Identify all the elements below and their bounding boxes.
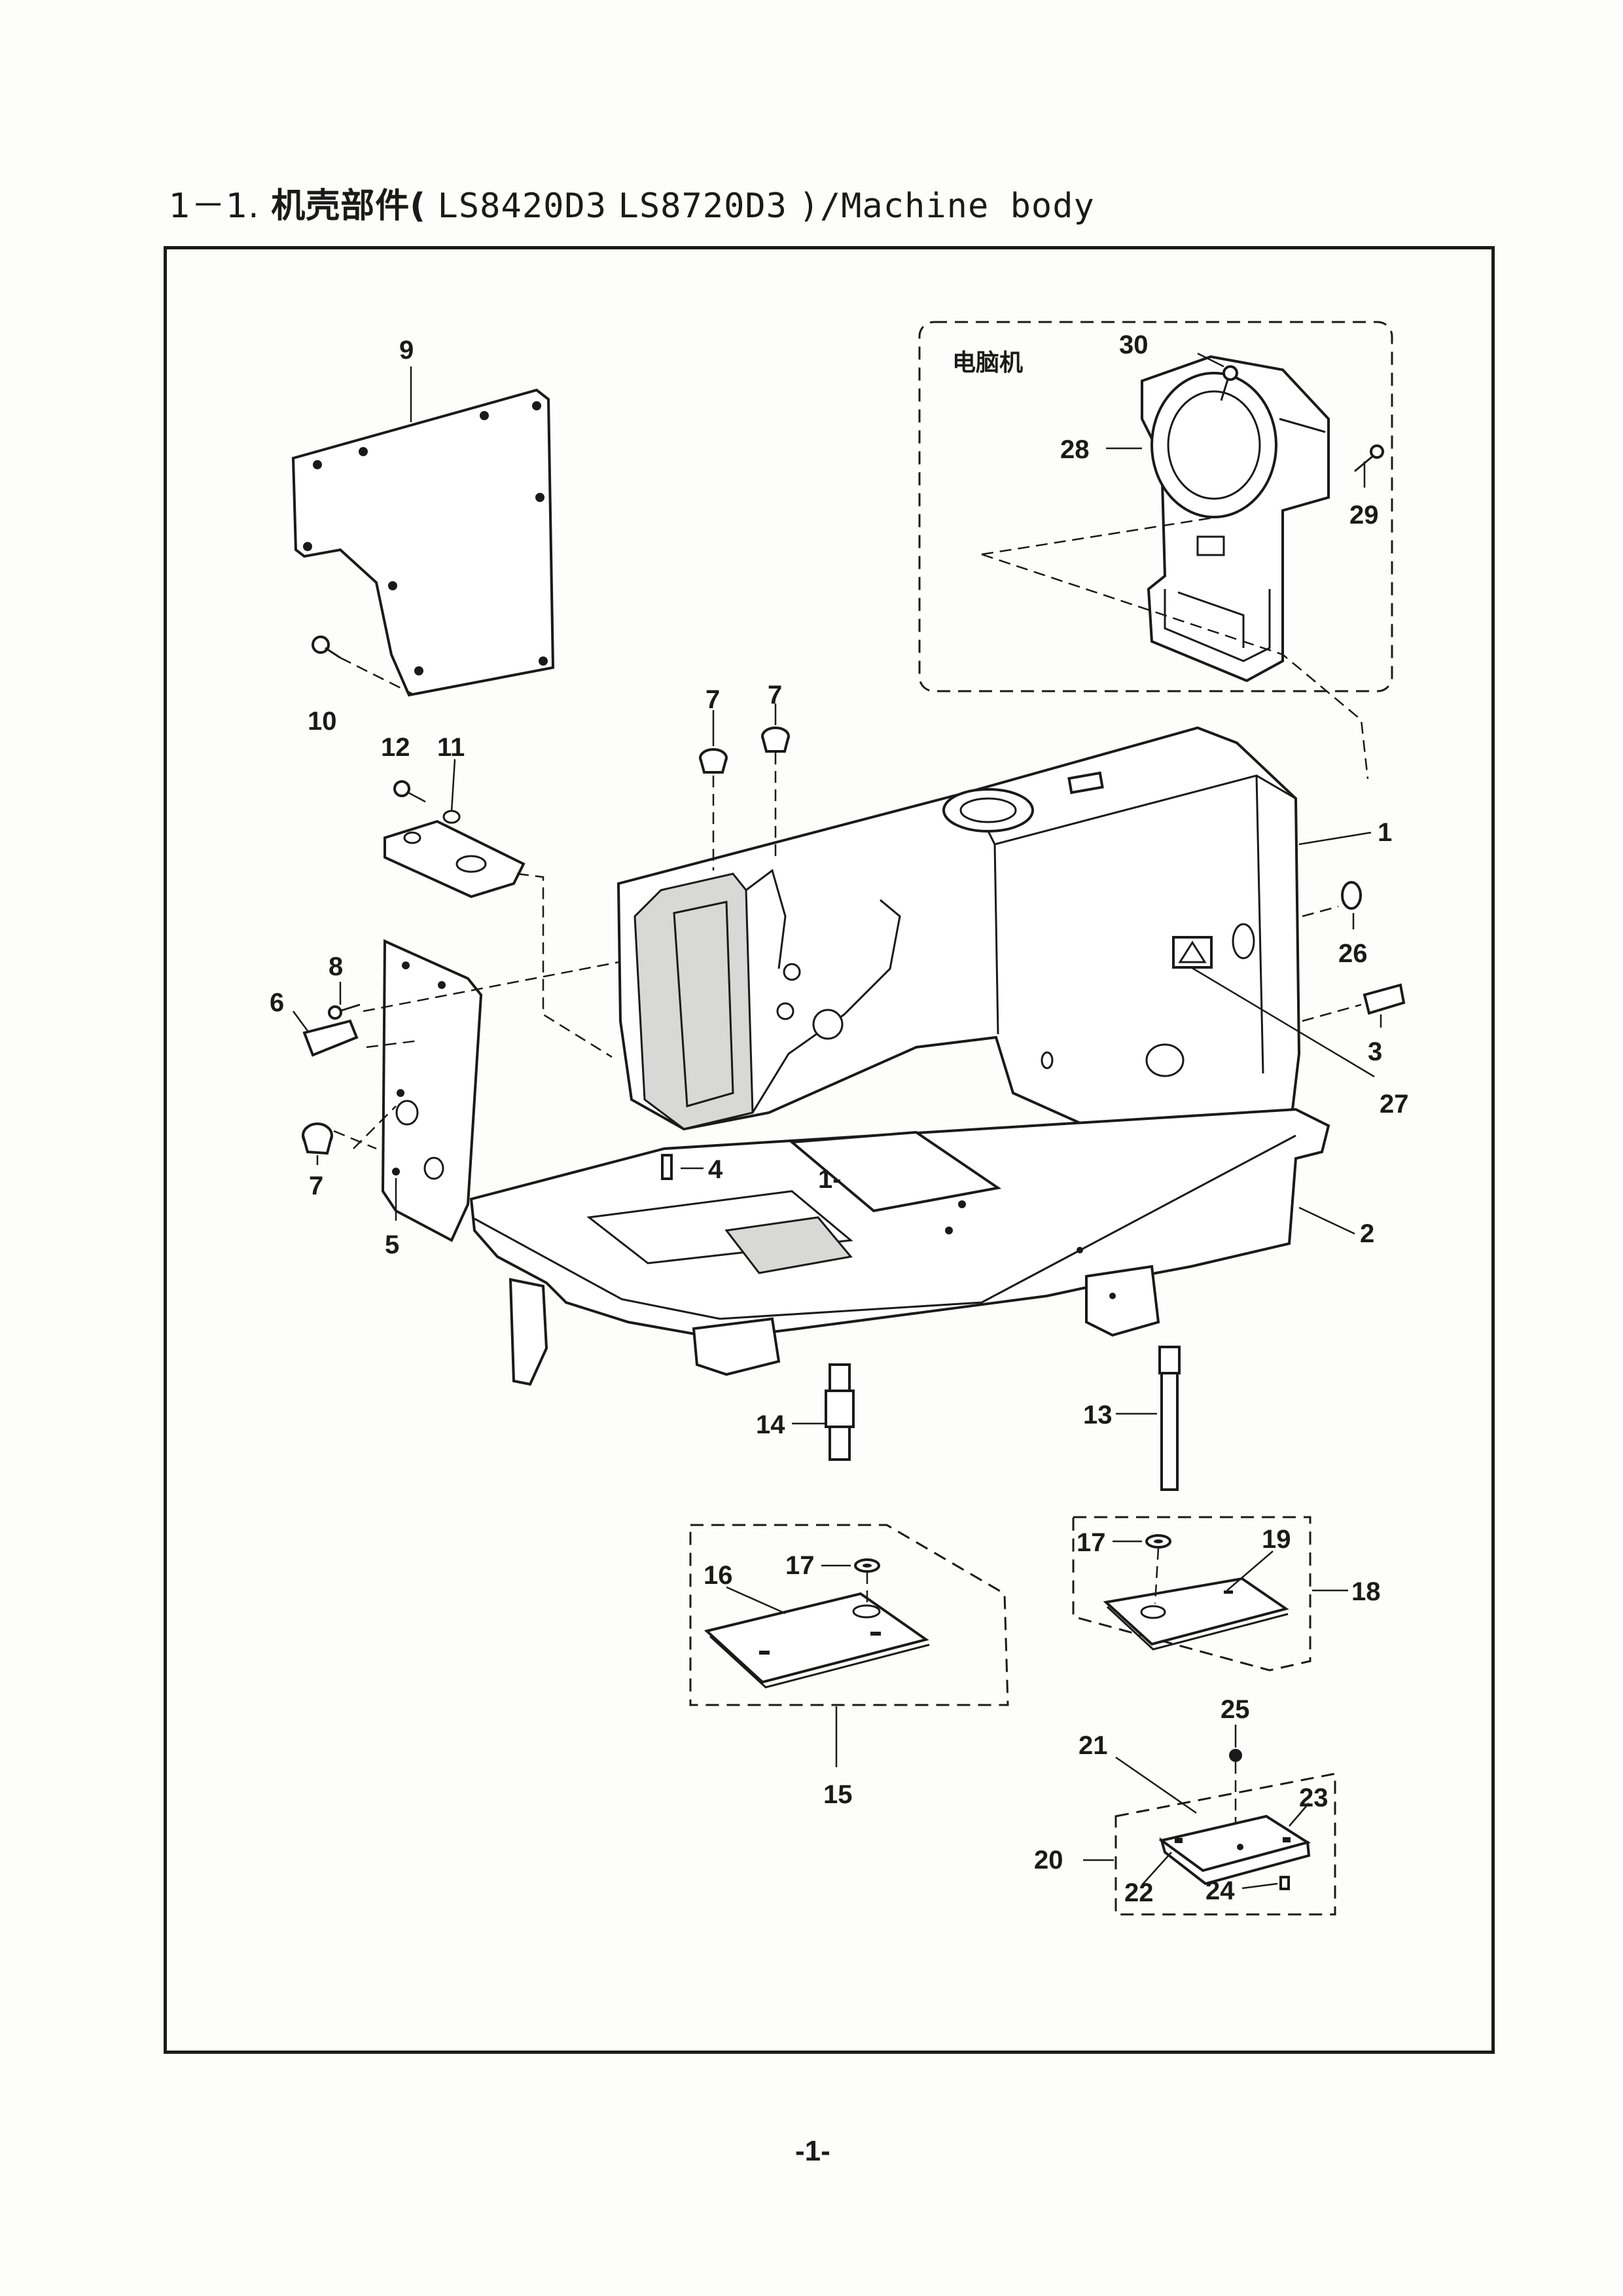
callout-1b: 1- [818, 1165, 842, 1194]
part-6-pin [302, 1019, 359, 1057]
part-8-screw [328, 1003, 361, 1020]
diagram-frame [164, 246, 1495, 2054]
callout-23: 23 [1299, 1784, 1329, 1812]
callout-10: 10 [308, 707, 337, 736]
part-14-stud [825, 1363, 855, 1461]
callout-21: 21 [1079, 1731, 1108, 1760]
part-19-cover [1103, 1577, 1289, 1651]
group-18-box [1072, 1516, 1311, 1672]
page-number: -1- [795, 2135, 830, 2167]
callout-19: 19 [1262, 1525, 1291, 1554]
callout-6: 6 [270, 988, 284, 1017]
part-9-cover-plate [291, 388, 555, 697]
callout-4: 4 [708, 1155, 723, 1184]
part-16-cover [704, 1592, 930, 1689]
part-7-plug-a [699, 748, 728, 774]
callout-22: 22 [1124, 1878, 1154, 1907]
callout-3: 3 [1368, 1037, 1382, 1066]
callout-24: 24 [1205, 1876, 1235, 1905]
callout-12: 12 [381, 733, 410, 762]
callout-7b: 7 [768, 681, 782, 709]
part-21-plate [1158, 1814, 1311, 1886]
callout-25: 25 [1221, 1695, 1250, 1724]
callout-14: 14 [756, 1410, 785, 1439]
callout-7a: 7 [705, 685, 720, 714]
part-3-pin [1363, 983, 1406, 1015]
group-20-box [1115, 1772, 1336, 1916]
part-2-bed [469, 1107, 1330, 1386]
part-28-motor-housing [1141, 355, 1330, 683]
callout-15: 15 [823, 1780, 853, 1809]
inset-box [918, 321, 1393, 692]
callout-8: 8 [329, 952, 343, 981]
callout-2: 2 [1360, 1219, 1374, 1248]
page-title: 1－1. 机壳部件( LS8420D3 LS8720D3 )/Machine b… [169, 178, 1095, 227]
callout-18: 18 [1351, 1577, 1381, 1606]
title-chinese: 机壳部件( [271, 187, 427, 226]
part-12-screw [393, 780, 410, 797]
callout-7c: 7 [309, 1172, 323, 1200]
title-english: )/Machine body [798, 187, 1095, 226]
callout-9: 9 [399, 336, 414, 365]
part-11-bracket [383, 810, 526, 899]
callout-13: 13 [1083, 1401, 1113, 1429]
callout-26: 26 [1338, 939, 1368, 968]
part-10-screw [312, 636, 341, 659]
part-25-ball [1229, 1749, 1242, 1762]
callout-17a: 17 [785, 1551, 815, 1580]
part-1-machine-arm [616, 726, 1301, 1139]
model-a: LS8420D3 [437, 187, 607, 226]
group-15-box [689, 1524, 1009, 1706]
part-4-pin [661, 1154, 673, 1180]
part-13-post [1158, 1346, 1181, 1491]
section-number: 1－1. [169, 187, 260, 226]
callout-28: 28 [1060, 435, 1090, 464]
part-30-screw [1220, 365, 1238, 401]
callout-30: 30 [1119, 331, 1149, 359]
part-7-plug-c [302, 1122, 333, 1155]
callout-1: 1 [1378, 818, 1392, 847]
callout-27: 27 [1380, 1090, 1409, 1119]
part-24-screw [1279, 1876, 1290, 1890]
part-29-screw [1354, 444, 1384, 473]
inset-label: 电脑机 [952, 350, 1023, 376]
callout-5: 5 [385, 1230, 399, 1259]
model-b: LS8720D3 [618, 187, 787, 226]
part-17-washer-a [854, 1558, 880, 1573]
callout-17b: 17 [1077, 1528, 1106, 1557]
callout-20: 20 [1034, 1846, 1063, 1874]
part-17-washer-b [1145, 1534, 1171, 1549]
callout-29: 29 [1349, 501, 1379, 529]
part-26-plug [1341, 881, 1362, 910]
callout-16: 16 [704, 1561, 733, 1590]
part-5-side-plate [381, 939, 483, 1242]
callout-11: 11 [437, 733, 465, 762]
part-7-plug-b [761, 726, 790, 753]
